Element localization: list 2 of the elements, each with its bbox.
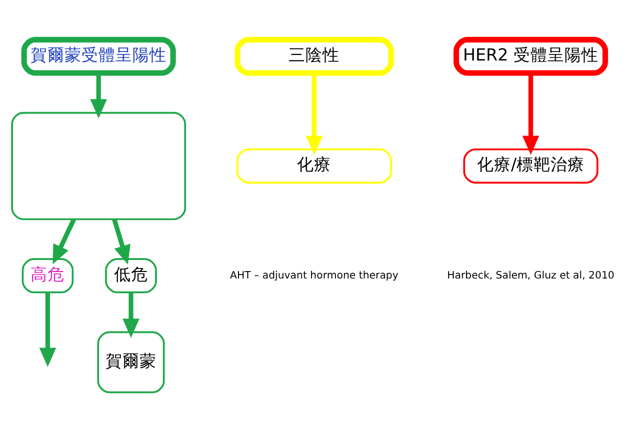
label: Harbeck, Salem, Gluz et al, 2010 [447, 270, 614, 282]
label: AHT – adjuvant hormone therapy [230, 270, 398, 282]
